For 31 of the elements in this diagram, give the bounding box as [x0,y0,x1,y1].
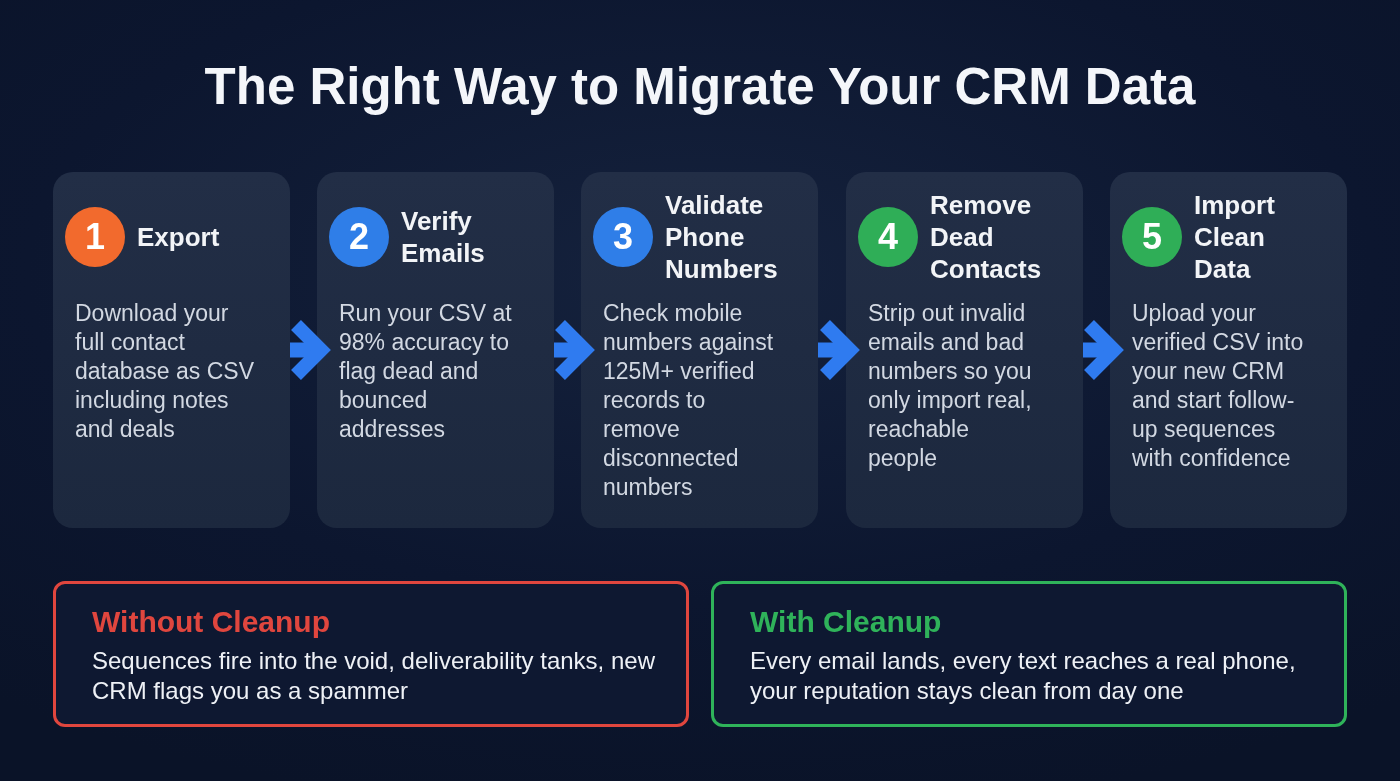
outcome-heading: With Cleanup [750,604,942,640]
step-title: Import Clean Data [1194,189,1276,285]
outcome-heading: Without Cleanup [92,604,331,640]
step-number-circle: 1 [65,207,125,267]
step-number-circle: 3 [593,207,653,267]
step-description: Check mobile numbers against 125M+ verified records to remove disconnected numbers [603,299,775,502]
outcome-description: Sequences fire into the void, deliverability tanks, new CRM flags you as a spammer [92,646,656,706]
step-description: Strip out invalid emails and bad numbers so you only import real, reachable people [868,299,1033,473]
step-title: Remove Dead Contacts [930,189,1043,285]
step-description: Download your full contact database as CSV including notes and deals [75,299,255,444]
step-card [1110,172,1347,528]
step-description: Upload your verified CSV into your new CRM and start follow-up sequences with confidence [1132,299,1305,473]
step-title: Verify Emails [401,205,486,269]
flow-arrow [1082,318,1121,382]
step-description: Run your CSV at 98% accuracy to flag dead and bounced addresses [339,299,513,444]
step-number-circle: 2 [329,207,389,267]
outcome-panel [53,581,689,727]
outcome-description: Every email lands, every text reaches a real phone, your reputation stays clean from day one [750,646,1297,706]
step-card [53,172,290,528]
outcome-panel [711,581,1347,727]
diagram-title: The Right Way to Migrate Your CRM Data [204,57,1196,117]
step-number-circle: 5 [1122,207,1182,267]
step-card [317,172,554,528]
flow-arrow [818,318,857,382]
step-title: Export [137,221,220,253]
flow-arrow [553,318,592,382]
step-title: Validate Phone Numbers [665,189,779,285]
step-card [581,172,818,528]
flow-arrow [289,318,328,382]
step-card [846,172,1083,528]
step-number-circle: 4 [858,207,918,267]
